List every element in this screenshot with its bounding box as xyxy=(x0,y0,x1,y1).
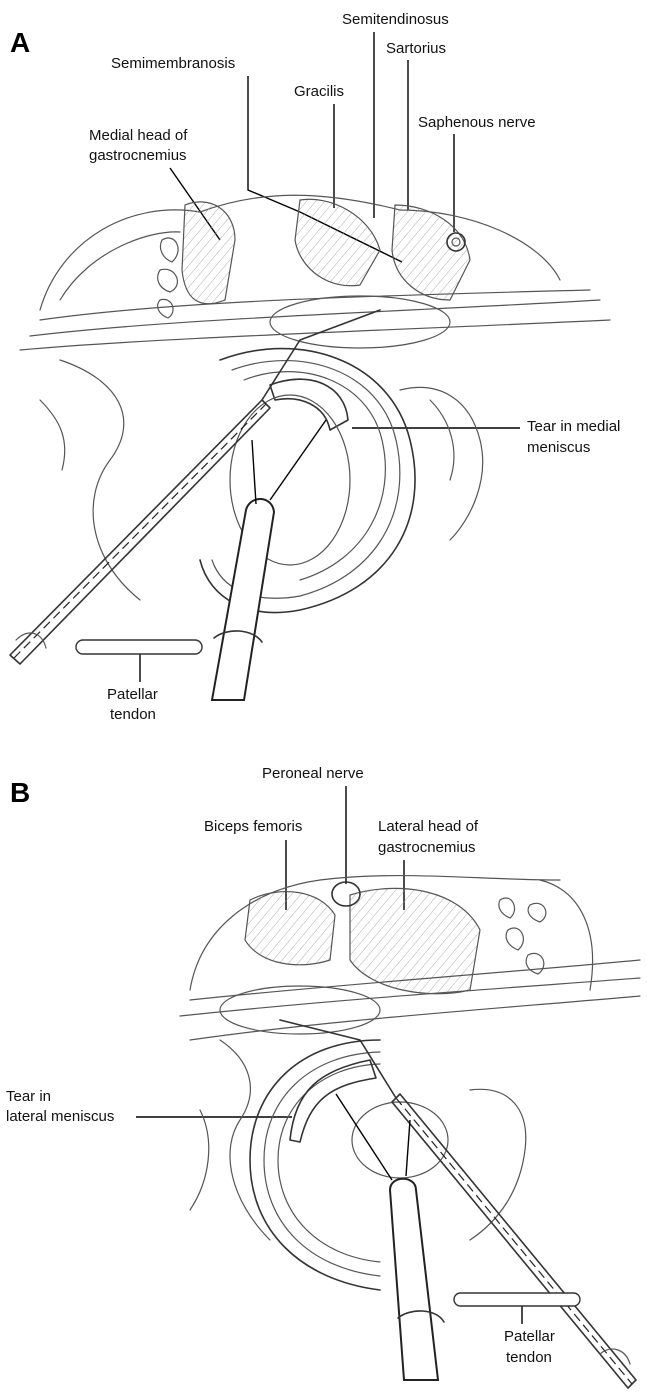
label-peroneal-nerve: Peroneal nerve xyxy=(262,765,364,782)
label-biceps-femoris: Biceps femoris xyxy=(204,818,302,835)
label-saphenous-nerve: Saphenous nerve xyxy=(418,114,536,131)
lateral-meniscus-tear xyxy=(290,1060,376,1142)
label-patellar-a-line1: Patellar xyxy=(107,686,158,703)
arthroscope-b xyxy=(390,1179,438,1380)
instruments-a xyxy=(10,310,380,700)
label-semitendinosus: Semitendinosus xyxy=(342,11,449,28)
knee-anatomy-medial xyxy=(20,195,610,612)
medial-meniscus-outer xyxy=(200,349,415,613)
panel-a: A Semitendinosus Sartorius Semimembranos… xyxy=(10,11,620,723)
label-tear-lateral-line1: Tear in xyxy=(6,1088,51,1105)
lateral-meniscus-outer xyxy=(250,1040,380,1290)
biceps-femoris-muscle xyxy=(245,892,335,965)
sartorius-muscle xyxy=(392,205,470,300)
label-patellar-a-line2: tendon xyxy=(110,706,156,723)
instruments-b xyxy=(280,1020,636,1388)
label-lateral-head-line2: gastrocnemius xyxy=(378,839,476,856)
label-gracilis: Gracilis xyxy=(294,83,344,100)
patellar-tendon-a xyxy=(76,640,202,654)
patellar-tendon-b xyxy=(454,1293,580,1306)
arthroscope-a xyxy=(212,499,274,700)
label-patellar-b-line1: Patellar xyxy=(504,1328,555,1345)
panel-b: B Peroneal nerve Biceps femoris Lateral … xyxy=(6,765,640,1388)
semimembranosus-muscle xyxy=(295,199,380,286)
lateral-gastrocnemius-muscle xyxy=(350,888,480,993)
label-tear-lateral-line2: lateral meniscus xyxy=(6,1108,114,1125)
panel-a-letter: A xyxy=(10,27,30,58)
label-medial-head-line2: gastrocnemius xyxy=(89,147,187,164)
leader-lines-b xyxy=(136,786,522,1324)
label-semimembranosis: Semimembranosis xyxy=(111,55,235,72)
label-tear-medial-line1: Tear in medial xyxy=(527,418,620,435)
medial-meniscus-tear xyxy=(270,379,348,430)
panel-b-letter: B xyxy=(10,777,30,808)
label-medial-head-line1: Medial head of xyxy=(89,127,188,144)
medial-gastrocnemius-muscle xyxy=(182,202,235,304)
label-patellar-b-line2: tendon xyxy=(506,1349,552,1366)
label-sartorius: Sartorius xyxy=(386,40,446,57)
label-lateral-head-line1: Lateral head of xyxy=(378,818,479,835)
label-tear-medial-line2: meniscus xyxy=(527,439,590,456)
